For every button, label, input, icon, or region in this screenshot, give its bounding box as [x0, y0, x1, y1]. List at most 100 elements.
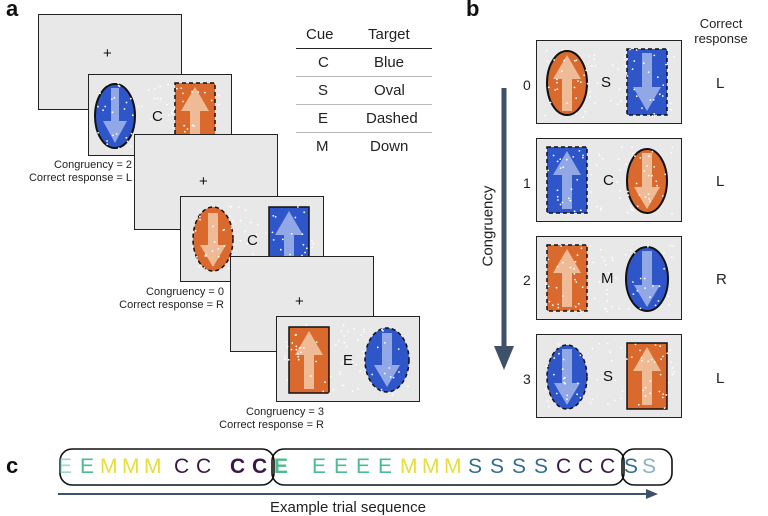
noise-dot [643, 277, 646, 280]
noise-dot [347, 361, 350, 364]
noise-dot [624, 253, 627, 256]
noise-dot [303, 211, 306, 214]
noise-dot [665, 394, 668, 396]
noise-dot [579, 396, 582, 399]
noise-dot [621, 390, 624, 392]
noise-dot [589, 96, 591, 98]
noise-dot [546, 60, 549, 63]
congruency-example-1: C [536, 138, 682, 222]
noise-dot [620, 346, 623, 349]
noise-dot [244, 230, 247, 233]
noise-dot [291, 342, 294, 344]
noise-dot [568, 309, 571, 312]
noise-dot [606, 310, 608, 313]
sequence-letter: C [600, 455, 616, 478]
noise-dot [634, 343, 637, 346]
noise-dot [559, 203, 562, 206]
stimulus-graphics-b2 [544, 244, 675, 314]
noise-dot [362, 351, 364, 353]
noise-dot [626, 190, 629, 193]
noise-dot [619, 169, 622, 171]
noise-dot [605, 78, 607, 80]
noise-dot [302, 347, 305, 349]
noise-dot [171, 113, 174, 115]
noise-dot [544, 114, 547, 117]
congruency-arrow-head-icon [494, 346, 514, 370]
noise-dot [171, 111, 173, 113]
noise-dot [633, 60, 636, 62]
noise-dot [111, 111, 114, 114]
noise-dot [617, 68, 619, 70]
noise-dot [602, 157, 604, 160]
noise-dot [663, 407, 666, 409]
noise-dot [663, 267, 665, 270]
trial-1-caption: Congruency = 2 Correct response = L [29, 159, 132, 185]
noise-dot [585, 69, 587, 72]
noise-dot [158, 119, 161, 121]
sequence-letter: S [624, 455, 639, 478]
noise-dot [239, 239, 242, 242]
noise-dot [194, 229, 197, 232]
noise-dot [300, 351, 302, 354]
noise-dot [669, 244, 672, 247]
stimulus-graphics-b0 [544, 48, 675, 118]
noise-dot [607, 403, 609, 405]
noise-dot [618, 307, 621, 310]
noise-dot [634, 155, 636, 157]
noise-dot [578, 150, 581, 152]
noise-dot [371, 373, 374, 376]
noise-dot [362, 328, 365, 331]
noise-dot [649, 296, 651, 299]
sequence-letter: C [578, 455, 594, 478]
noise-dot [564, 382, 567, 385]
noise-dot [649, 392, 652, 395]
noise-dot [570, 188, 573, 191]
down-arrow-icon [633, 53, 661, 111]
noise-dot [256, 223, 259, 226]
noise-dot [648, 198, 651, 200]
noise-dot [579, 309, 582, 312]
noise-dot [655, 180, 658, 183]
noise-dot [392, 376, 395, 379]
table-header-target: Target [368, 26, 410, 43]
noise-dot [355, 363, 358, 366]
table-row-divider [296, 76, 432, 77]
noise-dot [618, 88, 621, 90]
noise-dot [345, 345, 348, 348]
noise-dot [639, 157, 642, 159]
noise-dot [297, 358, 300, 361]
noise-dot [673, 55, 675, 58]
noise-dot [572, 156, 575, 158]
noise-dot [311, 246, 313, 249]
sequence-letter: C [174, 455, 190, 478]
noise-dot [610, 305, 613, 308]
noise-dot [627, 308, 630, 310]
noise-dot [297, 353, 299, 355]
noise-dot [590, 190, 592, 193]
down-arrow-icon [634, 251, 660, 307]
noise-dot [566, 394, 569, 397]
noise-dot [558, 352, 560, 355]
noise-dot [218, 94, 221, 97]
noise-dot [646, 165, 649, 167]
noise-dot [239, 219, 242, 222]
noise-dot [639, 307, 642, 310]
noise-dot [561, 49, 564, 51]
noise-dot [553, 357, 556, 359]
noise-dot [211, 250, 214, 252]
noise-dot [630, 208, 633, 211]
sequence-letter: S [512, 455, 527, 478]
noise-dot [568, 197, 570, 200]
noise-dot [279, 248, 282, 251]
noise-dot [286, 379, 288, 381]
down-arrow-icon [200, 213, 226, 267]
stimulus-screen-3: E [276, 316, 420, 402]
noise-dot [563, 381, 565, 384]
noise-dot [600, 248, 602, 251]
noise-dot [159, 97, 162, 100]
noise-dot [577, 80, 579, 83]
noise-dot [167, 83, 169, 86]
noise-dot [246, 242, 249, 245]
noise-dot [204, 91, 206, 94]
up-arrow-icon [295, 331, 323, 389]
